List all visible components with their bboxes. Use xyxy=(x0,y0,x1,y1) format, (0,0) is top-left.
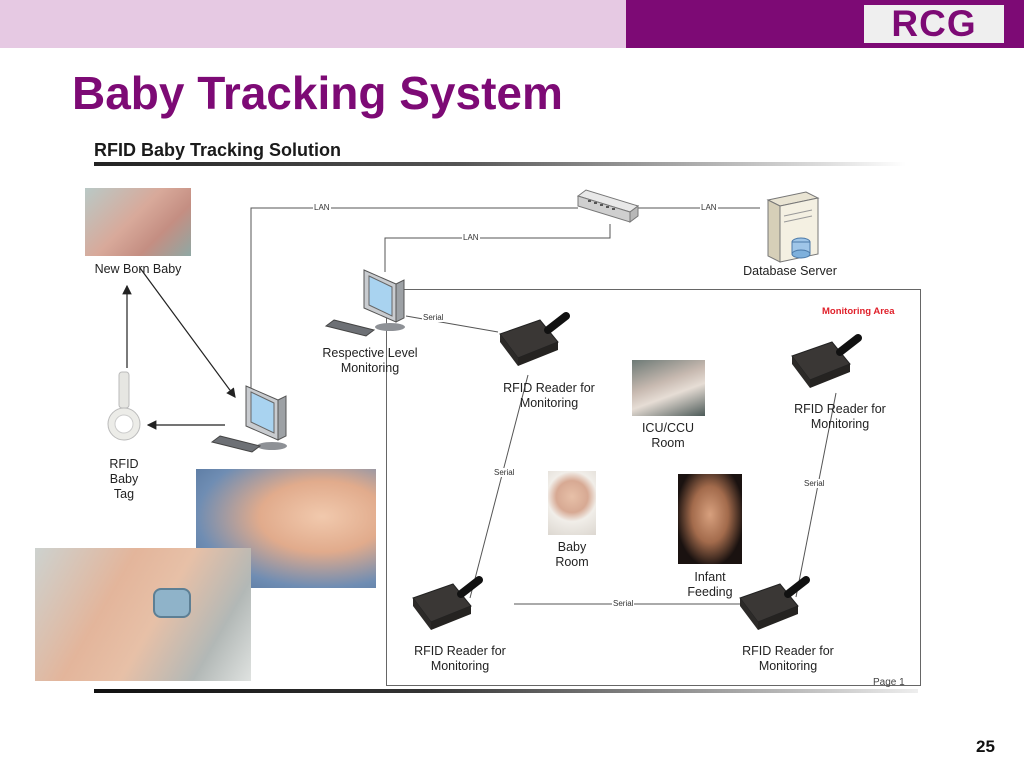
rfid-reader-top-left-icon xyxy=(499,312,570,366)
database-server-icon xyxy=(766,191,820,263)
baby-room-label: Baby Room xyxy=(555,540,589,569)
slide-number: 25 xyxy=(976,737,995,756)
monitoring-area-label: Monitoring Area xyxy=(822,306,895,317)
serial-line-1 xyxy=(405,315,499,333)
rfid-reader-bottom-right-icon xyxy=(739,576,810,630)
lan-label-2: LAN xyxy=(700,203,718,212)
rfid-baby-tag-label: RFID Baby Tag xyxy=(109,457,139,501)
network-switch-icon xyxy=(576,189,640,223)
serial-line-3 xyxy=(795,392,837,598)
ankle-tag-photo xyxy=(35,548,251,681)
lan-line-monitoring xyxy=(384,224,611,272)
serial-label-4: Serial xyxy=(612,599,635,608)
serial-line-2 xyxy=(469,374,529,599)
lan-line-left xyxy=(250,207,578,400)
ankle-tag-device-icon xyxy=(153,588,191,618)
infant-feeding-photo xyxy=(678,474,742,564)
lan-label-3: LAN xyxy=(462,233,480,242)
slide-title: Baby Tracking System xyxy=(72,67,563,119)
nurse-workstation-icon xyxy=(210,385,287,453)
reader-bottom-right-label: RFID Reader for Monitoring xyxy=(742,644,834,673)
subtitle-underline xyxy=(94,162,906,166)
new-born-baby-label: New Born Baby xyxy=(94,262,182,276)
serial-label-1: Serial xyxy=(422,313,445,322)
infant-feeding-label: Infant Feeding xyxy=(687,570,733,599)
rfid-baby-tag-icon xyxy=(107,371,141,441)
page-label: Page 1 xyxy=(873,677,905,688)
rfid-reader-bottom-left-icon xyxy=(412,576,483,630)
lan-label-1: LAN xyxy=(313,203,331,212)
reader-top-left-label: RFID Reader for Monitoring xyxy=(503,381,595,410)
icu-ccu-room-label: ICU/CCU Room xyxy=(641,421,695,450)
monitoring-area-box xyxy=(386,289,921,686)
arrow-baby-to-workstation xyxy=(139,267,236,398)
rfid-reader-top-right-icon xyxy=(791,334,862,388)
top-band-light xyxy=(0,0,626,48)
baby-room-photo xyxy=(548,471,596,535)
newborn-baby-photo xyxy=(85,188,191,256)
diagram-subtitle: RFID Baby Tracking Solution xyxy=(94,140,342,160)
icu-ccu-room-photo xyxy=(632,360,705,416)
respective-level-monitoring-label: Respective Level Monitoring xyxy=(322,346,418,375)
database-server-label: Database Server xyxy=(743,264,837,278)
monitoring-workstation-icon xyxy=(324,269,405,337)
serial-label-2: Serial xyxy=(493,468,516,477)
reader-top-right-label: RFID Reader for Monitoring xyxy=(794,402,886,431)
diagram-bottom-rule xyxy=(94,689,918,693)
rcg-logo: RCG xyxy=(864,5,1004,43)
serial-label-3: Serial xyxy=(803,479,826,488)
reader-bottom-left-label: RFID Reader for Monitoring xyxy=(414,644,506,673)
